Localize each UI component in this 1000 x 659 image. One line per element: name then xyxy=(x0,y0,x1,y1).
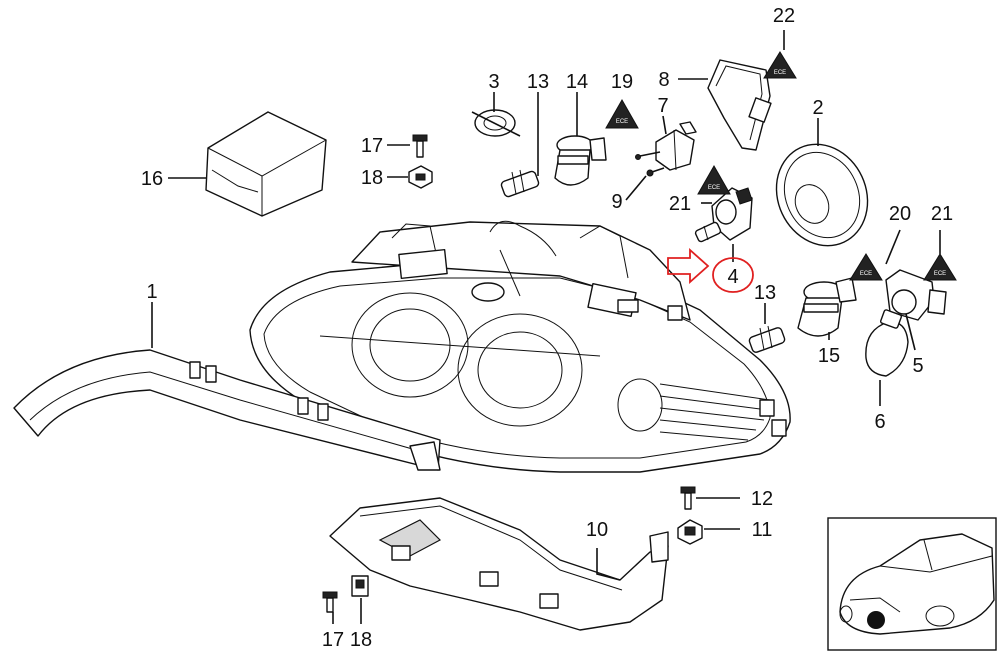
hazard-triangle-icon: ECE xyxy=(605,98,639,129)
part-21-bulb-holder-lower xyxy=(885,269,947,321)
callout-18-top: 18 xyxy=(361,167,383,189)
hazard-triangle-icon: ECE xyxy=(849,253,883,281)
callout-8: 8 xyxy=(658,69,669,91)
hazard-triangle-icon: ECE xyxy=(697,164,731,195)
svg-text:ECE: ECE xyxy=(774,70,786,76)
inset-car-location xyxy=(827,517,997,651)
highlight-circle xyxy=(712,257,754,293)
location-marker xyxy=(867,611,885,629)
svg-text:ECE: ECE xyxy=(616,119,628,125)
svg-text:ECE: ECE xyxy=(934,271,946,277)
part-18-clip-bottom xyxy=(351,575,369,597)
callout-13-lower: 13 xyxy=(754,282,776,304)
part-7-socket xyxy=(635,121,697,171)
part-14-socket xyxy=(554,135,607,186)
part-16-box xyxy=(205,111,327,217)
svg-text:ECE: ECE xyxy=(708,185,720,191)
callout-9: 9 xyxy=(611,191,622,213)
part-13-bulb-top xyxy=(500,169,540,198)
part-11-clip-nut xyxy=(677,519,703,545)
callout-16: 16 xyxy=(141,168,163,190)
part-4-bulb xyxy=(694,221,722,243)
headlight-housing xyxy=(249,220,791,473)
highlight-arrow xyxy=(667,247,710,285)
callout-6: 6 xyxy=(874,411,885,433)
callout-21-lower: 21 xyxy=(931,203,953,225)
callout-1: 1 xyxy=(146,281,157,303)
callout-14: 14 xyxy=(566,71,588,93)
callout-21-top: 21 xyxy=(669,193,691,215)
callout-11: 11 xyxy=(752,519,773,541)
callout-3: 3 xyxy=(488,71,499,93)
part-2-lens-cover xyxy=(775,143,869,247)
callout-17-top: 17 xyxy=(361,135,383,157)
callout-5: 5 xyxy=(912,355,923,377)
part-15-socket xyxy=(797,277,857,337)
part-17-bolt-top xyxy=(412,134,428,158)
callout-19: 19 xyxy=(611,71,633,93)
leader-lines xyxy=(151,30,941,624)
callout-13-top: 13 xyxy=(527,71,549,93)
part-8-bracket xyxy=(707,59,772,151)
part-12-bolt xyxy=(680,486,696,510)
part-3-ring xyxy=(471,109,521,137)
part-6-bulb xyxy=(865,309,909,377)
callout-17-bottom: 17 xyxy=(322,629,344,651)
part-1-trim-strip xyxy=(13,349,441,471)
callout-2: 2 xyxy=(812,97,823,119)
callout-22: 22 xyxy=(773,5,795,27)
callout-4: 4 xyxy=(727,266,738,288)
hazard-triangle-icon: ECE xyxy=(763,51,797,79)
hazard-triangle-icon: ECE xyxy=(923,253,957,281)
callout-15: 15 xyxy=(818,345,840,367)
callout-12: 12 xyxy=(751,488,773,510)
svg-text:ECE: ECE xyxy=(860,271,872,277)
callout-20: 20 xyxy=(889,203,911,225)
part-10-lower-bracket xyxy=(329,497,669,631)
part-9-screw xyxy=(646,167,665,177)
callout-7: 7 xyxy=(657,95,668,117)
part-21-bulb-holder-top xyxy=(711,187,753,241)
part-13-bulb-lower xyxy=(748,325,786,353)
part-18-clip-top xyxy=(408,165,433,189)
part-17-bolt-bottom xyxy=(322,591,338,613)
callout-18-bottom: 18 xyxy=(350,629,372,651)
callout-10: 10 xyxy=(586,519,608,541)
